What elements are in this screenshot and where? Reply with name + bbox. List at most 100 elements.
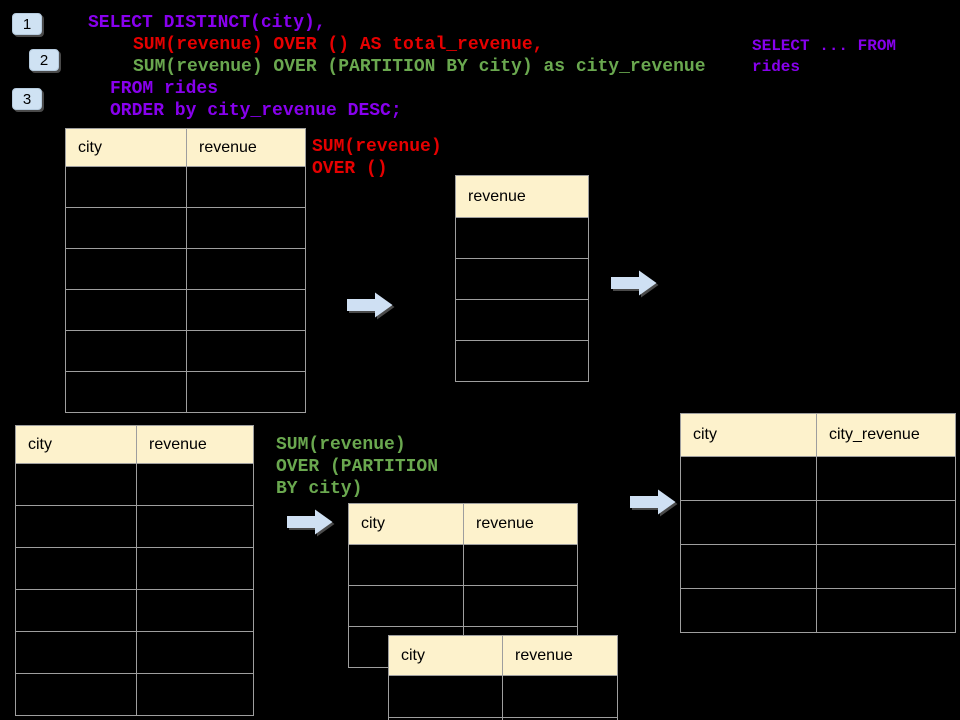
label-line: SUM(revenue) xyxy=(312,137,442,157)
column-header-city: city xyxy=(388,635,503,676)
table-row xyxy=(455,258,589,300)
table-row xyxy=(65,207,306,249)
table-cell xyxy=(816,588,956,633)
table-source-bottom: city revenue xyxy=(15,425,254,716)
table-cell xyxy=(680,544,817,589)
table-cell xyxy=(463,544,578,586)
sql-line-total-revenue: SUM(revenue) OVER () AS total_revenue, xyxy=(133,35,544,55)
table-row xyxy=(680,588,956,633)
table-cell xyxy=(455,340,589,382)
table-cell xyxy=(136,547,254,590)
table-row xyxy=(65,248,306,290)
label-line: OVER (PARTITION xyxy=(276,457,439,477)
table-cell xyxy=(65,166,187,208)
table-row xyxy=(680,500,956,545)
table-cell xyxy=(186,207,306,249)
table-row xyxy=(455,299,589,341)
arrow-right-icon xyxy=(287,509,333,535)
table-row xyxy=(680,456,956,501)
table-row xyxy=(348,544,578,586)
table-cell xyxy=(136,505,254,548)
table-row xyxy=(455,217,589,259)
table-cell xyxy=(463,585,578,627)
table-source-top: city revenue xyxy=(65,128,306,413)
table-city-revenue-result: city city_revenue xyxy=(680,413,956,633)
sql-line-select: SELECT DISTINCT(city), xyxy=(88,13,326,33)
table-cell xyxy=(15,547,137,590)
table-cell xyxy=(455,258,589,300)
arrow-right-icon xyxy=(347,292,393,318)
sql-line-city-revenue: SUM(revenue) OVER (PARTITION BY city) as… xyxy=(133,57,706,77)
arrow-right-icon xyxy=(630,489,676,515)
table-cell xyxy=(502,675,618,718)
side-note-line: rides xyxy=(752,58,801,76)
table-cell xyxy=(15,505,137,548)
table-cell xyxy=(15,631,137,674)
table-row xyxy=(388,675,618,718)
table-row xyxy=(65,371,306,413)
table-cell xyxy=(348,585,464,627)
table-cell xyxy=(388,675,503,718)
step-badge-3: 3 xyxy=(12,88,42,110)
label-line: OVER () xyxy=(312,159,388,179)
table-cell xyxy=(186,166,306,208)
table-row xyxy=(15,505,254,548)
table-partition-step-overlay: city revenue xyxy=(388,635,618,720)
table-cell xyxy=(816,544,956,589)
side-note-line: SELECT ... FROM xyxy=(752,37,897,55)
column-header-revenue: revenue xyxy=(463,503,578,545)
table-cell xyxy=(15,673,137,716)
table-cell xyxy=(816,500,956,545)
label-line: SUM(revenue) xyxy=(276,435,406,455)
column-header-revenue: revenue xyxy=(186,128,306,167)
table-cell xyxy=(680,500,817,545)
table-row xyxy=(455,340,589,382)
table-cell xyxy=(136,631,254,674)
table-cell xyxy=(65,371,187,413)
table-cell xyxy=(502,717,618,720)
table-cell xyxy=(680,456,817,501)
table-cell xyxy=(348,544,464,586)
table-row xyxy=(15,463,254,506)
column-header-city: city xyxy=(65,128,187,167)
arrow-right-icon xyxy=(611,270,657,296)
table-row xyxy=(65,166,306,208)
column-header-city: city xyxy=(348,503,464,545)
table-cell xyxy=(186,289,306,331)
table-cell xyxy=(816,456,956,501)
table-cell xyxy=(186,330,306,372)
table-row xyxy=(15,673,254,716)
column-header-revenue: revenue xyxy=(455,175,589,218)
table-cell xyxy=(136,673,254,716)
table-cell xyxy=(455,217,589,259)
table-row xyxy=(65,330,306,372)
sql-line-order-by: ORDER by city_revenue DESC; xyxy=(110,101,402,121)
table-cell xyxy=(136,463,254,506)
column-header-city-revenue: city_revenue xyxy=(816,413,956,457)
table-cell xyxy=(65,330,187,372)
table-row xyxy=(680,544,956,589)
table-cell xyxy=(15,463,137,506)
table-cell xyxy=(65,248,187,290)
table-row xyxy=(15,589,254,632)
table-cell xyxy=(680,588,817,633)
table-cell xyxy=(186,371,306,413)
table-cell xyxy=(65,289,187,331)
step-badge-1: 1 xyxy=(12,13,42,35)
side-note-select-from: SELECT ... FROM rides xyxy=(752,36,896,78)
sql-line-from: FROM rides xyxy=(110,79,219,99)
column-header-revenue: revenue xyxy=(136,425,254,464)
step-badge-2: 2 xyxy=(29,49,59,71)
column-header-city: city xyxy=(15,425,137,464)
label-sum-over-total: SUM(revenue) OVER () xyxy=(312,136,442,180)
table-row xyxy=(348,585,578,627)
table-total-revenue-result: revenue xyxy=(455,175,589,382)
column-header-city: city xyxy=(680,413,817,457)
table-row xyxy=(15,547,254,590)
table-cell xyxy=(455,299,589,341)
table-row xyxy=(15,631,254,674)
table-row xyxy=(388,717,618,720)
column-header-revenue: revenue xyxy=(502,635,618,676)
table-cell xyxy=(65,207,187,249)
